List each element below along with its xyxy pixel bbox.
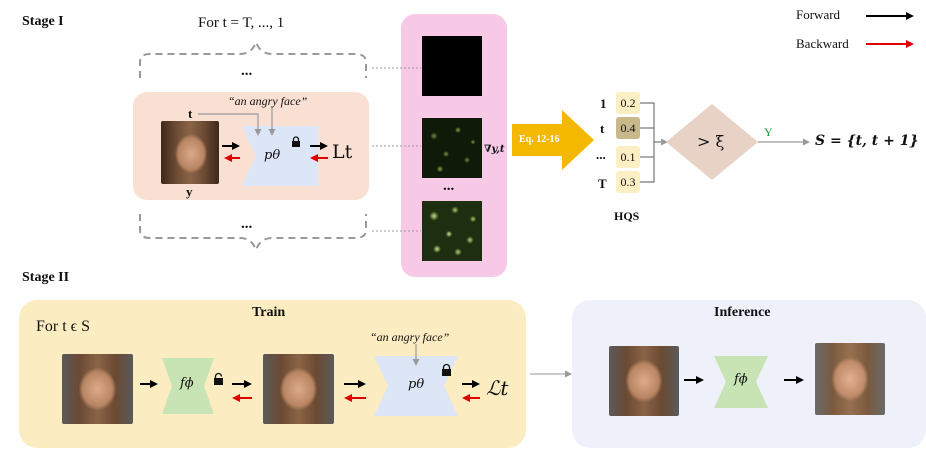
stage1-y-label: y [186,184,193,199]
lock-icon-p-theta [442,363,451,376]
hqs-label: HQS [614,209,640,223]
inference-title: Inference [714,305,771,320]
train-loop-text: For t ϵ S [36,318,91,335]
stage1-label: Stage I [22,14,64,29]
stage2-label: Stage II [22,270,70,285]
inf-f-phi-shape [714,356,768,408]
threshold-label: > ξ [697,132,725,151]
legend-backward-label: Backward [796,36,849,51]
stage1-loss-label: Lt [332,141,353,163]
input-face-image-train [62,354,133,424]
lock-icon-stage1 [292,136,300,147]
hqs-row-name-3: T [598,176,607,191]
f-phi-label: fϕ [180,376,194,391]
heatmap-ellipsis: ... [443,178,455,194]
f-phi-shape [162,358,214,414]
hqs-value-1: 0.4 [616,117,640,139]
gradient-label: ∇y,t [484,144,505,155]
train-title: Train [252,305,286,320]
top-brace [139,38,367,78]
hqs-row-name-1: t [600,121,605,136]
input-face-image-inference [609,346,679,416]
hqs-row-name-2: ... [596,147,606,162]
stage1-prompt: “an angry face” [228,94,308,108]
legend-forward-label: Forward [796,7,841,22]
hqs-row-name-0: 1 [600,96,607,111]
gradient-heatmap-top [422,36,482,96]
inf-f-phi-label: fϕ [734,372,748,387]
output-face-image-train [263,354,334,424]
eq-label: Eq. 12-16 [519,134,560,145]
stage1-network-label: pθ [264,148,281,163]
p-theta-label: pθ [408,377,425,392]
gradient-heatmap-bottom [422,201,482,261]
hqs-value-3: 0.3 [616,171,640,193]
gradient-heatmap-middle [422,118,482,178]
p-theta-shape [374,356,458,416]
input-face-image-stage1 [161,121,219,184]
stage1-t-label: t [188,106,193,121]
hqs-value-2: 0.1 [616,146,640,168]
eq-arrow [512,110,594,170]
threshold-diamond [666,104,758,180]
lock-icon-f-phi [214,372,223,385]
output-face-image-inference [815,343,885,415]
stage2-prompt: “an angry face” [370,330,450,344]
stage1-loop-text: For t = T, ..., 1 [198,15,285,31]
hqs-value-0: 0.2 [616,92,640,114]
bottom-brace [139,214,367,254]
top-ellipsis: ... [241,63,253,79]
yes-label: Y [764,125,773,139]
stage2-loss-label: ℒt [486,376,509,400]
bottom-ellipsis: ... [241,216,253,232]
selected-set: S = {t, t + 1} [815,133,919,149]
